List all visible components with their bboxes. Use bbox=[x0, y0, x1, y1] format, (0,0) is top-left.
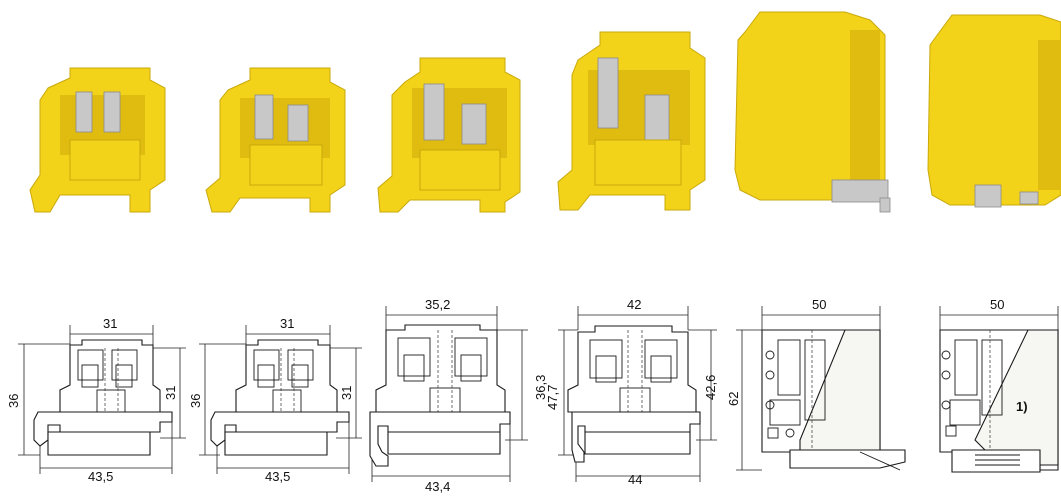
technical-drawing-1: 31 36 31 43,5 bbox=[6, 316, 186, 484]
dim-height-right-3: 36,3 bbox=[533, 375, 548, 400]
dim-width-top-1: 31 bbox=[103, 316, 117, 331]
dim-height-right-1: 31 bbox=[163, 386, 178, 400]
dim-height-left-5: 62 bbox=[726, 392, 741, 406]
dim-width-top-4: 42 bbox=[627, 297, 641, 312]
product-photo-1 bbox=[29, 67, 166, 213]
technical-drawing-2: 31 36 31 43,5 bbox=[188, 316, 362, 484]
dim-width-top-3: 35,2 bbox=[425, 297, 450, 312]
dim-height-left-2: 36 bbox=[188, 394, 203, 408]
dim-height-left-1: 36 bbox=[6, 394, 21, 408]
technical-drawing-6: 50 68 1) bbox=[939, 297, 1061, 473]
product-photo-3 bbox=[377, 57, 521, 213]
product-photo-6 bbox=[927, 14, 1061, 208]
dim-height-left-4: 47,7 bbox=[545, 385, 560, 410]
dim-width-top-5: 50 bbox=[812, 297, 826, 312]
dim-height-right-2: 31 bbox=[339, 386, 354, 400]
dim-width-top-6: 50 bbox=[990, 297, 1004, 312]
dim-width-bottom-1: 43,5 bbox=[88, 469, 113, 484]
dim-width-bottom-3: 43,4 bbox=[425, 479, 450, 494]
dim-width-bottom-4: 44 bbox=[628, 472, 642, 487]
dim-width-top-2: 31 bbox=[280, 316, 294, 331]
product-photo-5 bbox=[734, 11, 891, 213]
technical-drawing-3: 35,2 36,3 43,4 bbox=[369, 297, 548, 494]
dim-width-bottom-2: 43,5 bbox=[265, 469, 290, 484]
technical-drawing-5: 50 62 bbox=[726, 297, 906, 471]
product-photo-2 bbox=[205, 67, 346, 213]
product-photo-4 bbox=[557, 31, 706, 211]
technical-drawing-4: 42 47,7 42,6 44 bbox=[545, 297, 718, 487]
dim-height-right-4: 42,6 bbox=[703, 375, 718, 400]
note-marker-6: 1) bbox=[1016, 399, 1028, 414]
